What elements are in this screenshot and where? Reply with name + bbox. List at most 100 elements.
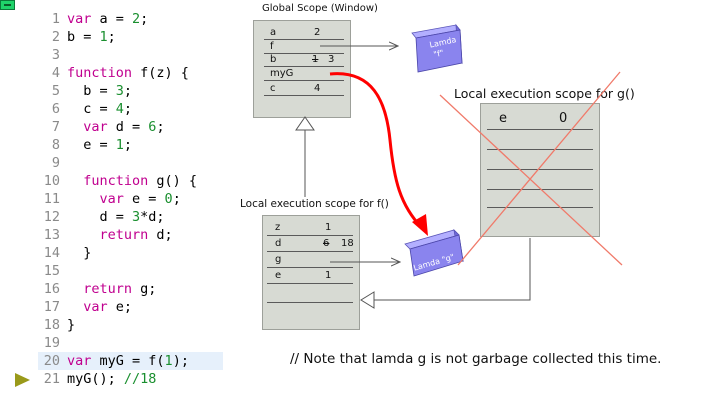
line-number: 13: [43, 227, 60, 243]
code-token: );: [172, 353, 189, 369]
code-line: 15: [38, 262, 223, 280]
code-token: 0: [164, 191, 173, 207]
divider: [487, 149, 593, 150]
global-scope-title: Global Scope (Window): [262, 3, 378, 14]
code-line: 2 b = 1;: [38, 28, 223, 46]
code-token: return: [99, 227, 157, 243]
local-f-row-z-value: 1: [325, 222, 332, 233]
divider: [487, 129, 593, 130]
code-token: function: [83, 173, 157, 189]
line-number: 18: [43, 317, 60, 333]
lamda-f-line2: "f": [433, 48, 445, 59]
global-row-c-name: c: [270, 83, 276, 94]
local-f-title: Local execution scope for f(): [240, 198, 389, 210]
code-token: d =: [115, 119, 149, 135]
line-number: 17: [43, 299, 60, 315]
code-token: e;: [115, 299, 133, 315]
code-token: var: [83, 299, 116, 315]
code-line: 18}: [38, 316, 223, 334]
code-line: 11 var e = 0;: [38, 190, 223, 208]
cross-line-b: [457, 71, 621, 266]
code-token: *d;: [140, 209, 165, 225]
local-f-row-d-name: d: [275, 238, 282, 249]
code-token: b =: [67, 83, 116, 99]
local-f-frame: z 1 d 6 18 g e 1: [262, 215, 360, 330]
global-scope-frame: a 2 f b 1 3 myG c 4: [253, 20, 351, 118]
code-token: function: [67, 65, 141, 81]
code-token: ;: [172, 191, 181, 207]
line-number: 5: [51, 83, 60, 99]
line-number: 15: [43, 263, 60, 279]
code-token: return: [83, 281, 141, 297]
code-token: 1: [99, 29, 108, 45]
code-token: ;: [140, 11, 149, 27]
divider: [267, 302, 353, 303]
local-f-row-d-value: 18: [341, 238, 354, 249]
line-number: 12: [43, 209, 60, 225]
code-line: 12 d = 3*d;: [38, 208, 223, 226]
code-line: 20 var myG = f(1);: [38, 352, 223, 370]
code-token: var: [99, 191, 133, 207]
myg-pointer-arrow: [329, 72, 424, 230]
line-number: 4: [51, 65, 60, 81]
code-line: 10 function g() {: [38, 172, 223, 190]
code-token: 4: [115, 101, 124, 117]
divider: [267, 283, 353, 284]
global-row-a-value: 2: [314, 27, 321, 38]
code-token: ;: [123, 83, 133, 99]
scope-chain-arrowhead-g: [360, 291, 375, 309]
code-token: ;: [123, 137, 133, 153]
local-f-row-e-value: 1: [325, 270, 332, 281]
code-line: 6 c = 4;: [38, 100, 223, 118]
code-token: 3: [115, 83, 124, 99]
code-line: 3: [38, 46, 223, 64]
global-row-b-name: b: [270, 54, 277, 65]
divider: [264, 95, 344, 96]
code-token: b =: [67, 29, 100, 45]
code-token: 1: [164, 353, 173, 369]
divider: [487, 189, 593, 190]
cross-line-a: [439, 94, 623, 266]
line-number: 16: [43, 281, 60, 297]
code-line: 8 e = 1;: [38, 136, 223, 154]
line-number: 19: [43, 335, 60, 351]
divider: [264, 66, 344, 67]
local-f-row-g-name: g: [275, 254, 282, 265]
code-token: d;: [156, 227, 173, 243]
global-row-f-name: f: [270, 41, 274, 52]
code-line: 14 }: [38, 244, 223, 262]
global-row-myg-name: myG: [270, 68, 294, 79]
code-token: myG = f(: [99, 353, 165, 369]
global-row-b-old-value: 1: [312, 54, 319, 65]
global-row-b-value: 3: [328, 54, 335, 65]
code-token: var: [67, 11, 100, 27]
scope-chain-line-g: [374, 238, 531, 301]
divider: [267, 235, 353, 236]
lamda-g-block: Lamda "g": [404, 228, 464, 277]
line-number: 2: [51, 29, 60, 45]
app-badge-icon[interactable]: [0, 0, 15, 10]
code-token: ;: [107, 29, 116, 45]
divider: [264, 39, 344, 40]
code-token: f(z) {: [140, 65, 189, 81]
code-token: //18: [123, 371, 157, 387]
global-row-c-value: 4: [314, 83, 321, 94]
local-g-row-e-value: 0: [559, 111, 568, 126]
line-number: 10: [43, 173, 60, 189]
code-token: 6: [148, 119, 157, 135]
code-token: d =: [67, 209, 133, 225]
global-row-a-name: a: [270, 27, 277, 38]
line-number: 7: [51, 119, 60, 135]
code-token: var: [67, 353, 100, 369]
current-line-play-icon: [15, 373, 30, 387]
line-number: 11: [43, 191, 60, 207]
line-number: 20: [43, 353, 60, 369]
line-number: 6: [51, 101, 60, 117]
divider: [487, 207, 593, 208]
divider: [264, 80, 344, 81]
local-f-row-e-name: e: [275, 270, 282, 281]
